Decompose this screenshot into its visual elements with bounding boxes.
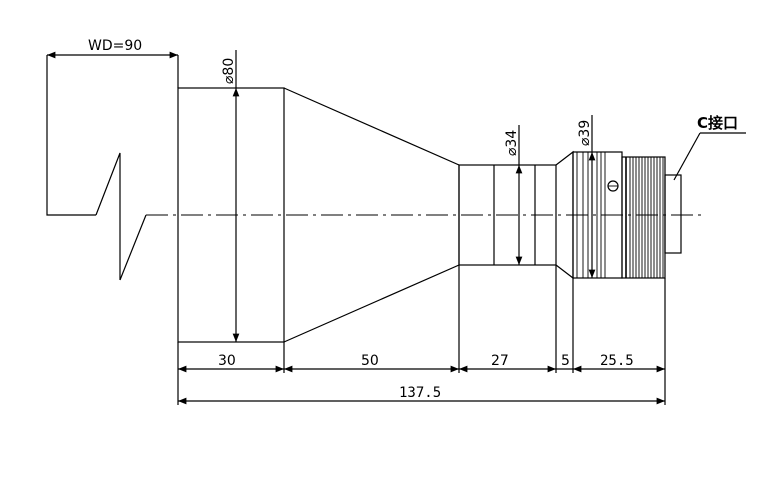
- diameter-dimensions: ⌀80 ⌀34 ⌀39: [221, 50, 596, 342]
- taper-length-label: 50: [361, 353, 379, 369]
- working-distance-bracket: WD=90: [46, 38, 179, 281]
- front-barrel: [177, 87, 285, 343]
- front-length-label: 30: [218, 353, 236, 369]
- middle-diameter-label: ⌀34: [504, 130, 520, 156]
- rear-diameter-label: ⌀39: [577, 120, 593, 146]
- length-dimensions: 30 50 27 5 25.5 137.5: [177, 265, 666, 405]
- gap-length-label: 5: [561, 353, 570, 369]
- middle-tube: [458, 164, 557, 266]
- c-mount-label: C接口: [697, 114, 738, 132]
- c-mount-thread: [664, 174, 682, 254]
- c-mount-callout: C接口: [673, 114, 746, 181]
- middle-length-label: 27: [491, 353, 509, 369]
- rear-length-label: 25.5: [600, 353, 634, 369]
- front-diameter-label: ⌀80: [221, 58, 237, 84]
- working-distance-label: WD=90: [88, 38, 142, 54]
- lens-body: [177, 87, 682, 343]
- total-length-label: 137.5: [399, 385, 441, 401]
- knurled-focus-ring: [621, 156, 666, 279]
